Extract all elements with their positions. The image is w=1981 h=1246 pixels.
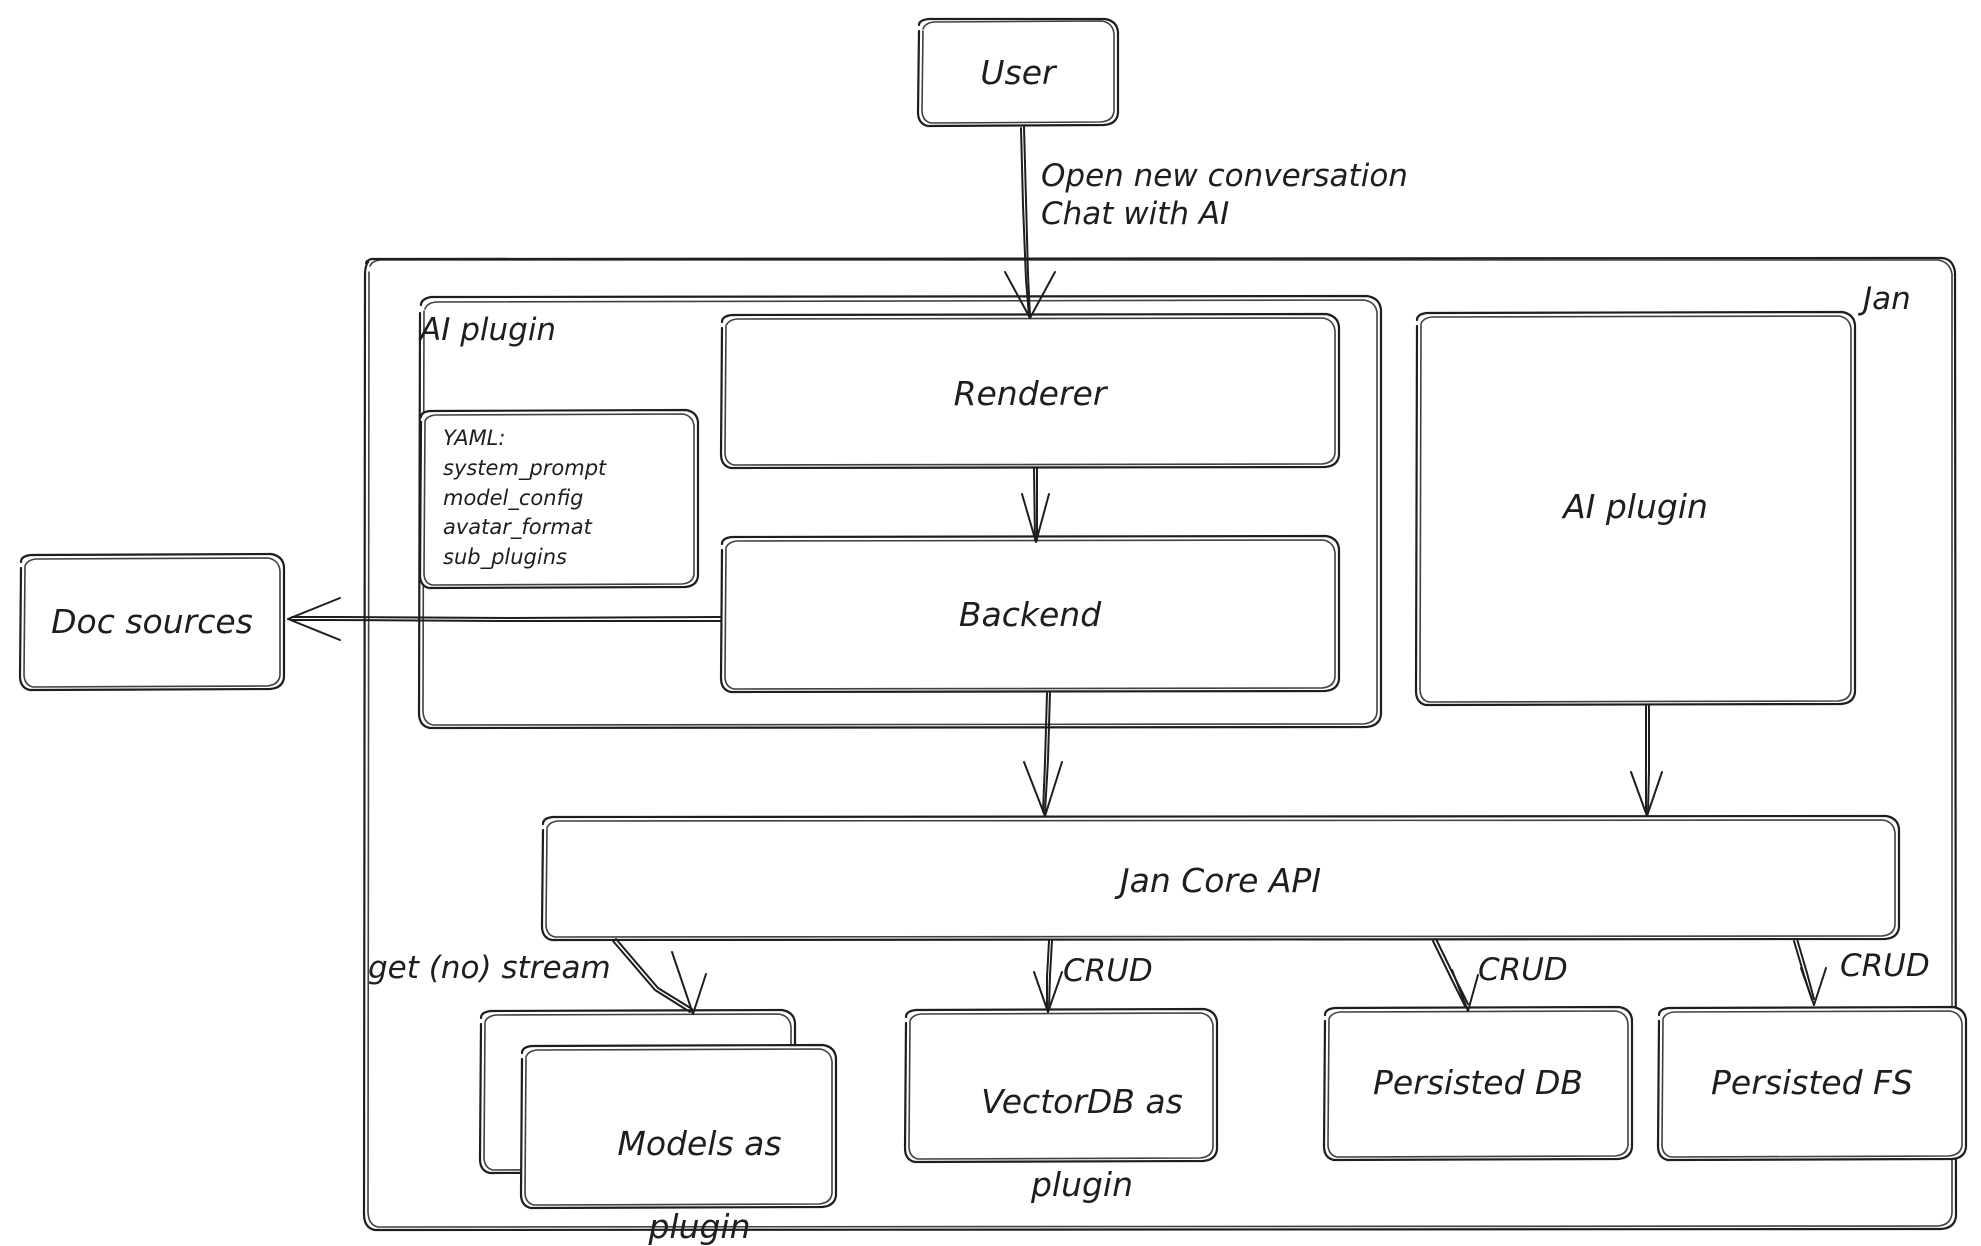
edge-renderer-to-backend <box>1021 467 1050 543</box>
node-label-models-as-plugin: Models as plugin <box>521 1082 836 1246</box>
edge-ai-plugin-to-core <box>1630 705 1663 817</box>
node-models-as-plugin[interactable] <box>478 1008 838 1210</box>
node-label-renderer: Renderer <box>953 374 1107 413</box>
node-ai-plugin-right[interactable] <box>1414 310 1857 707</box>
vectordb-as-plugin-line1: VectorDB as <box>981 1082 1183 1122</box>
vectordb-as-plugin-line2: plugin <box>1030 1164 1134 1204</box>
node-backend[interactable] <box>719 534 1341 694</box>
node-label-vectordb-as-plugin: VectorDB as plugin <box>905 1040 1217 1246</box>
edge-label-core-to-vectordb: CRUD <box>1063 953 1153 989</box>
container-label-ai-plugin-group: AI plugin <box>420 312 557 348</box>
node-persisted-db[interactable] <box>1322 1005 1634 1162</box>
models-as-plugin-line2: plugin <box>648 1206 751 1246</box>
node-renderer[interactable] <box>719 312 1341 470</box>
node-yaml-note[interactable] <box>418 408 700 590</box>
yaml-note-text: YAML: system_prompt model_config avatar_… <box>443 426 607 570</box>
edge-label-user-to-renderer: Open new conversation Chat with AI <box>1041 158 1408 232</box>
edge-core-to-vectordb <box>1033 940 1063 1013</box>
edge-label-core-to-persisted-db: CRUD <box>1478 952 1568 988</box>
node-doc-sources[interactable] <box>18 552 286 692</box>
node-label-jan-core-api: Jan Core API <box>1119 861 1322 900</box>
node-user[interactable] <box>916 17 1120 128</box>
container-jan[interactable] <box>362 256 1958 1232</box>
node-persisted-fs[interactable] <box>1656 1005 1968 1162</box>
edge-user-to-renderer <box>1004 126 1056 319</box>
edge-label-core-to-models: get (no) stream <box>368 950 611 986</box>
edge-core-to-persisted-db <box>1432 938 1479 1012</box>
container-label-jan: Jan <box>1863 281 1911 317</box>
edge-backend-to-core <box>1023 691 1063 817</box>
node-vectordb-as-plugin[interactable] <box>903 1007 1219 1164</box>
container-ai-plugin-group[interactable] <box>417 294 1383 730</box>
node-label-persisted-db: Persisted DB <box>1372 1063 1584 1102</box>
edge-core-to-models <box>612 938 707 1015</box>
node-jan-core-api[interactable] <box>540 814 1901 942</box>
node-label-doc-sources: Doc sources <box>51 602 253 641</box>
node-label-user: User <box>980 53 1056 92</box>
models-as-plugin-line1: Models as <box>617 1124 782 1164</box>
edge-label-core-to-persisted-fs: CRUD <box>1840 948 1930 984</box>
node-label-persisted-fs: Persisted FS <box>1711 1063 1913 1102</box>
edge-backend-to-doc-sources <box>287 597 722 641</box>
node-label-backend: Backend <box>958 595 1102 634</box>
edge-core-to-persisted-fs <box>1793 938 1827 1006</box>
node-label-ai-plugin-right: AI plugin <box>1563 487 1708 526</box>
